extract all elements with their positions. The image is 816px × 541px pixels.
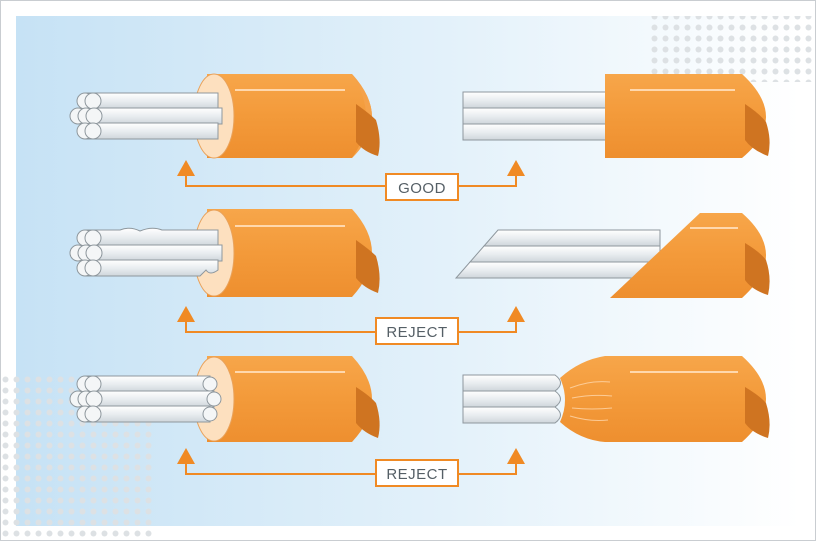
row3-label-text: REJECT xyxy=(386,466,447,483)
row2-label: REJECT xyxy=(375,317,459,345)
row1-label-text: GOOD xyxy=(398,180,446,197)
row1-left-stranded-wire-good xyxy=(69,73,380,159)
row2-connector-arrows xyxy=(185,320,517,333)
row1-arrowheads xyxy=(177,160,525,176)
row3-connector-arrows xyxy=(185,462,517,475)
row3-label-box xyxy=(375,459,459,487)
row1-label-box xyxy=(385,173,459,201)
row2-arrowheads xyxy=(177,306,525,322)
row3-right-solid-wire-stretched-insulation xyxy=(462,356,770,442)
row2-left-stranded-wire-nicked xyxy=(69,209,380,297)
row2-label-text: REJECT xyxy=(386,324,447,341)
row1-label: GOOD xyxy=(385,173,459,201)
row2-right-solid-wire-angled-cut xyxy=(454,213,770,298)
dot-pattern-top-right xyxy=(648,16,814,82)
row3-label: REJECT xyxy=(375,459,459,487)
row3-arrowheads xyxy=(177,448,525,464)
row3-left-stranded-wire-damaged-insulation xyxy=(69,356,380,442)
row1-right-solid-wire-good xyxy=(462,74,770,158)
row1-connector-arrows xyxy=(185,174,517,187)
row2-label-box xyxy=(375,317,459,345)
